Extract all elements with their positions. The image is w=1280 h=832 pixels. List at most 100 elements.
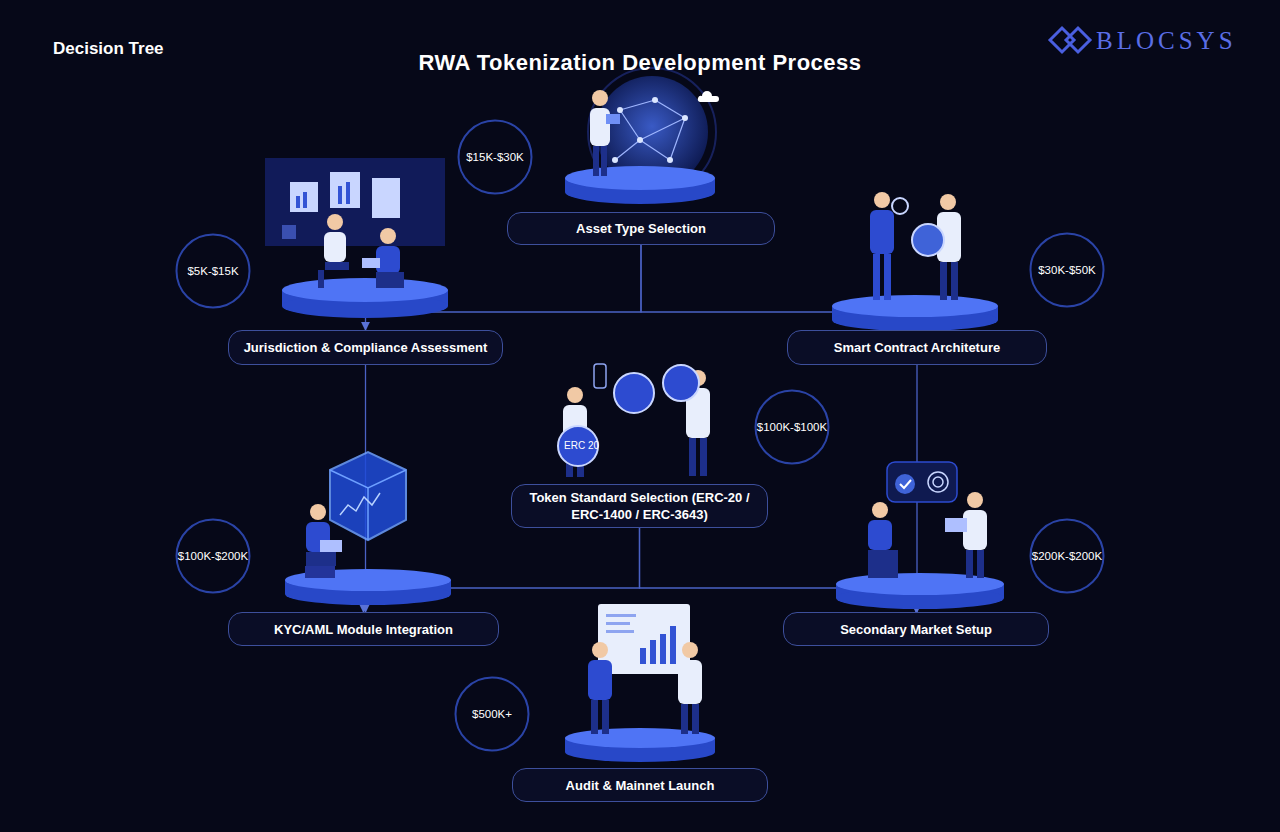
flow-connector [365,365,366,612]
person-figure [593,146,599,176]
step-label: Asset Type Selection [576,220,706,237]
person-figure [872,502,888,518]
person-figure [327,214,343,230]
process-box: Secondary Market Setup [783,612,1049,646]
dashboard-panel [330,172,360,208]
cost-value: $200K-$200K [1032,550,1102,562]
person-figure [588,642,702,734]
person-figure [870,210,894,254]
step-label: Jurisdiction & Compliance Assessment [244,339,488,356]
cost-circle: $5K-$15K [175,233,251,309]
dashboard-panel [282,225,296,239]
process-box: Jurisdiction & Compliance Assessment [228,330,503,365]
globe-illustration [640,140,670,160]
dashboard-panel [296,196,300,208]
platform [832,295,998,317]
platform [832,295,998,331]
dashboard-panel [338,186,342,204]
chart-board [606,622,630,625]
security-icons [887,462,957,502]
globe-illustration [670,118,685,160]
cost-circle: $100K-$200K [175,518,251,594]
globe-illustration [615,140,640,160]
person-figure [588,660,612,700]
globe-illustration [620,100,655,110]
person-figure [940,194,956,210]
person-figure [591,700,598,734]
globe-illustration [612,97,688,163]
circle-outline [177,520,250,593]
globe-illustration [682,115,688,121]
chart-board [670,626,676,664]
cost-circle: $100K-$100K [754,389,830,465]
security-icons [900,480,911,488]
person-figure [362,258,380,268]
process-box: KYC/AML Module Integration [228,612,499,646]
person-figure [320,540,342,552]
security-icons [928,472,948,492]
globe-illustration [612,157,618,163]
person-figure [873,254,880,300]
person-figure [305,566,335,578]
token-coin [663,365,699,401]
person-figure [324,232,346,262]
chart-board [650,640,656,664]
person-figure [874,192,890,208]
person-figure [700,438,707,476]
person-figure [325,262,349,270]
step-label: Token Standard Selection (ERC-20 / ERC-1… [520,489,759,523]
flow-connector [916,365,917,612]
platform [282,278,448,302]
chart-board [640,626,676,664]
step-label: KYC/AML Module Integration [274,621,453,638]
security-icons [895,474,915,494]
circle-outline [1031,234,1104,307]
chart-board [640,648,646,664]
platform [282,278,448,318]
person-figure [692,704,699,734]
chart-board [606,614,636,633]
token-label: ERC 20 [564,440,599,451]
process-box: Smart Contract Architeture [787,330,1047,365]
dashboard-panel [296,182,350,208]
dashboard-panel [346,182,350,204]
security-icons [933,477,943,487]
chart-board [660,634,666,664]
token-coin [614,373,654,413]
logo-icon [1066,28,1090,52]
person-figure [318,270,324,288]
cost-circle: $200K-$200K [1029,518,1105,594]
cost-value: $5K-$15K [187,265,238,277]
platform [565,166,715,204]
person-figure [310,504,326,520]
chart-board [606,614,636,617]
cost-value: $30K-$50K [1038,264,1096,276]
person-figure [892,198,908,214]
circle-outline [756,391,829,464]
step-label: Smart Contract Architeture [834,339,1000,356]
flow-connector [641,245,917,330]
person-figure [567,387,583,403]
cost-value: $500K+ [472,708,512,720]
person-figure [868,520,892,550]
person-figure [951,262,958,300]
data-cube [330,452,406,540]
logo-icon [1050,28,1074,52]
cost-value: $15K-$30K [466,151,524,163]
globe-illustration [655,100,685,118]
cost-circle: $30K-$50K [1029,232,1105,308]
logo-icon [1050,28,1090,52]
chart-board [598,604,690,674]
person-figure [967,492,983,508]
globe-illustration [615,100,685,160]
process-box: Token Standard Selection (ERC-20 / ERC-1… [511,484,768,528]
globe-illustration [620,110,640,140]
step-label: Audit & Mainnet Launch [566,777,715,794]
person-figure [318,214,404,288]
person-figure [868,550,898,578]
person-figure [602,700,609,734]
person-figure [678,660,702,704]
person-figure [682,642,698,658]
globe-illustration [667,157,673,163]
